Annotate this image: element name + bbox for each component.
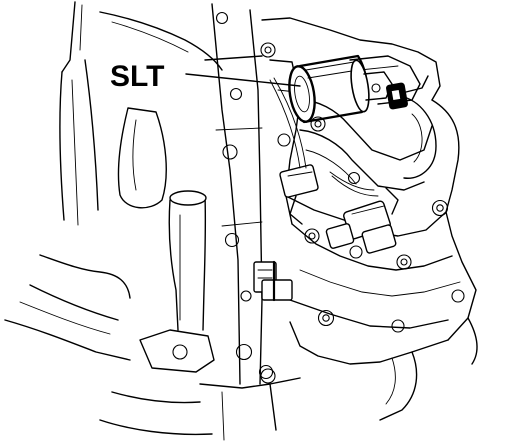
connector-blocks bbox=[253, 260, 293, 302]
wiring-harness bbox=[269, 77, 379, 197]
slt-callout: SLT bbox=[110, 60, 301, 93]
callout-leader-line bbox=[185, 73, 301, 87]
transmission-case bbox=[4, 1, 223, 436]
separator-plate bbox=[199, 3, 301, 441]
callout-label-slt: SLT bbox=[110, 60, 164, 93]
valve-body bbox=[253, 17, 478, 421]
valve-body-bolts bbox=[260, 42, 465, 384]
slt-solenoid bbox=[288, 54, 429, 124]
shift-solenoids bbox=[279, 164, 399, 254]
